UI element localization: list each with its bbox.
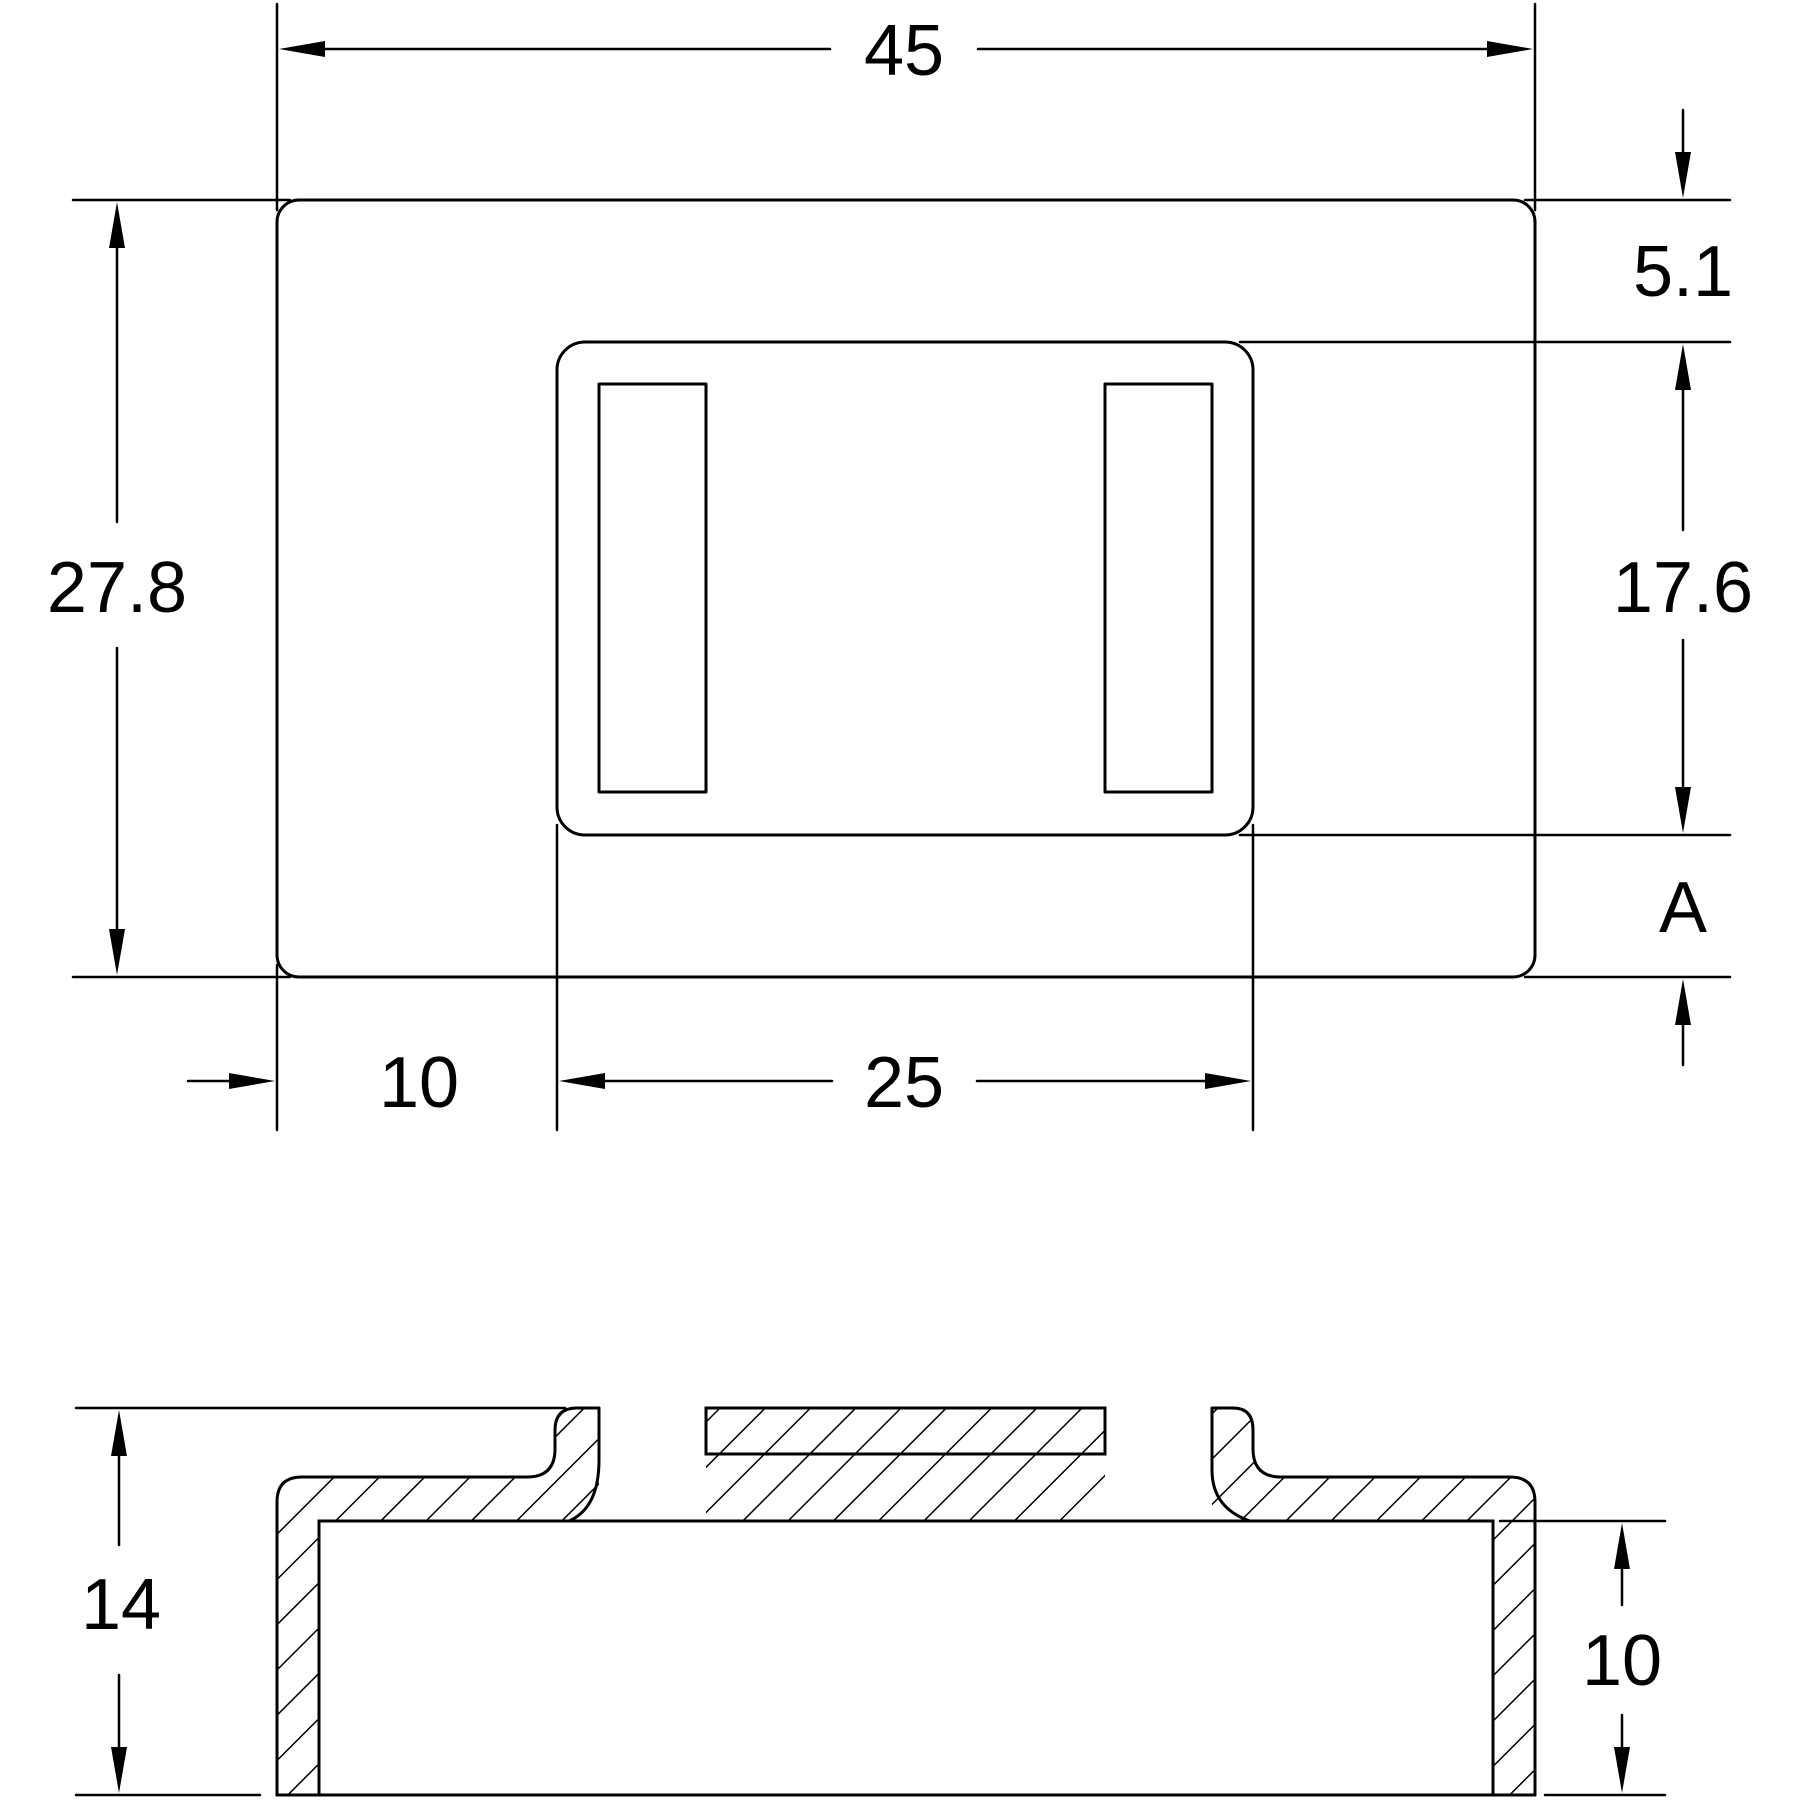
dim-section-height: 14 — [81, 1410, 161, 1793]
dim-top-offset: 5.1 — [1633, 108, 1733, 312]
outer-plate-outline — [275, 198, 1537, 979]
dim-label-top-offset: 5.1 — [1633, 232, 1733, 312]
dim-overall-width: 45 — [279, 11, 1533, 91]
dim-inner-height: 17.6 — [1613, 344, 1753, 833]
dim-label-inner-height: 17.6 — [1613, 548, 1753, 628]
section-cavity — [317, 1519, 1495, 1797]
section-core-boss-left — [567, 1406, 601, 1523]
dim-label-inner-width: 25 — [864, 1043, 944, 1123]
section-hatched-material — [275, 1406, 1537, 1797]
section-view: 14 10 — [74, 1406, 1667, 1797]
right-slot — [1103, 382, 1214, 794]
dim-label-bottom-offset: A — [1659, 868, 1707, 948]
dim-overall-height: 27.8 — [47, 202, 187, 975]
dim-label-section-inner-height: 10 — [1582, 1621, 1662, 1701]
inner-boss-outline — [555, 340, 1255, 837]
dim-section-inner-height: 10 — [1582, 1523, 1662, 1793]
dim-label-overall-height: 27.8 — [47, 548, 187, 628]
dim-left-offset: 10 — [186, 1043, 459, 1123]
dim-inner-width: 25 — [559, 1043, 1251, 1123]
dim-label-left-offset: 10 — [379, 1043, 459, 1123]
section-core-boss-right — [1210, 1406, 1252, 1523]
plan-view: 45 27.8 5.1 17.6 A — [47, 2, 1753, 1132]
section-insert-bar — [704, 1406, 1107, 1456]
left-slot — [597, 382, 708, 794]
dim-bottom-offset: A — [1659, 868, 1707, 1067]
dim-label-overall-width: 45 — [864, 11, 944, 91]
section-gap-left — [599, 1406, 706, 1522]
section-gap-right — [1105, 1406, 1212, 1522]
dim-label-section-height: 14 — [81, 1565, 161, 1645]
